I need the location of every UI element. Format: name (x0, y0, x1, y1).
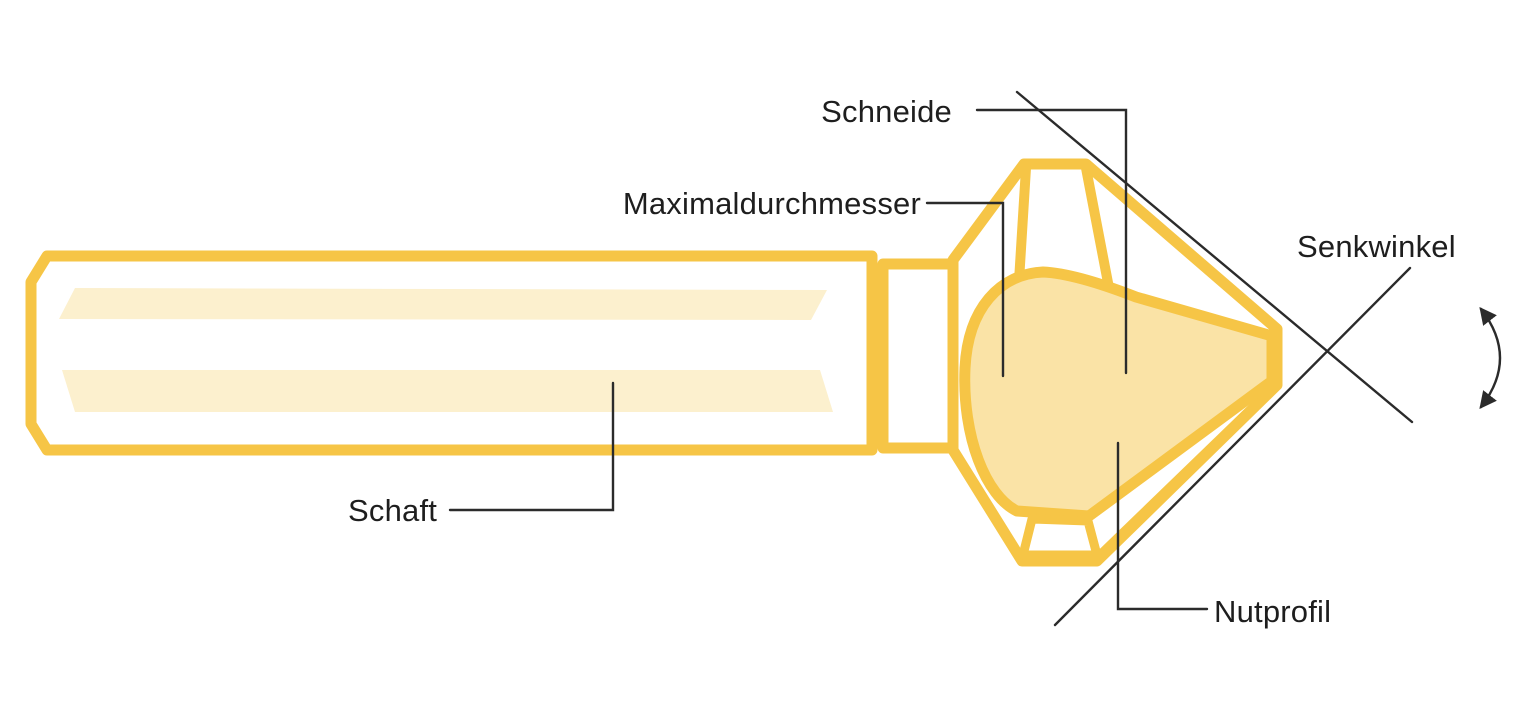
flute-face (959, 266, 1278, 522)
shank-highlight-stripe-bottom (62, 370, 833, 412)
label-schneide: Schneide (821, 94, 952, 129)
top-notch-right-edge (1081, 163, 1114, 293)
senkwinkel-line-lower (1053, 266, 1412, 627)
schneide-leader (975, 108, 1128, 375)
bottom-notch (1018, 514, 1102, 560)
nutprofil-leader (1116, 441, 1209, 611)
angle-arc-arrow-icon (1479, 306, 1502, 410)
senkwinkel-line-upper (1015, 90, 1414, 424)
tool-body-group (25, 158, 1283, 567)
annotation-lines-group (448, 90, 1502, 627)
maximaldurchmesser-leader (925, 201, 1005, 378)
lower-land-edge (1095, 404, 1256, 560)
label-senkwinkel: Senkwinkel (1297, 229, 1456, 264)
shank-highlight-stripe-top (59, 288, 827, 320)
labels-group: Schneide Maximaldurchmesser Senkwinkel S… (348, 94, 1456, 629)
top-notch-left-edge (1014, 163, 1031, 286)
neck-outline (877, 258, 959, 454)
label-schaft: Schaft (348, 493, 437, 528)
label-nutprofil: Nutprofil (1214, 594, 1331, 629)
shank-outline (25, 250, 878, 456)
label-maximaldurchmesser: Maximaldurchmesser (623, 186, 921, 221)
schaft-leader (448, 381, 615, 512)
